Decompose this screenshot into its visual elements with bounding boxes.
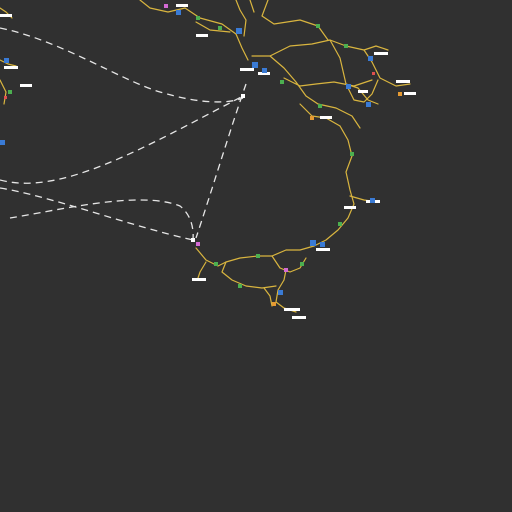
garage-icon[interactable] [310, 240, 316, 246]
garage-icon[interactable] [368, 56, 373, 61]
garage-icon[interactable] [0, 140, 5, 145]
fuel-icon[interactable] [196, 16, 200, 20]
city-label[interactable] [192, 278, 206, 281]
dealer-icon[interactable] [310, 116, 314, 120]
fuel-icon[interactable] [316, 24, 320, 28]
city-label[interactable] [320, 116, 332, 119]
city-label[interactable] [284, 308, 300, 311]
service-icon[interactable] [164, 4, 168, 8]
ferry-routes [0, 27, 247, 241]
road-east-2 [269, 55, 361, 129]
city-label[interactable] [196, 34, 208, 37]
garage-icon[interactable] [236, 28, 242, 34]
fuel-icon[interactable] [8, 90, 12, 94]
city-label[interactable] [292, 316, 306, 319]
fuel-icon[interactable] [350, 152, 354, 156]
city-label[interactable] [258, 72, 270, 75]
service-icon[interactable] [196, 242, 200, 246]
city-label[interactable] [4, 66, 18, 69]
garage-icon[interactable] [176, 10, 181, 15]
garage-icon[interactable] [4, 58, 9, 63]
garage-icon[interactable] [370, 198, 375, 203]
city-label[interactable] [396, 80, 410, 83]
road-north-5 [195, 21, 231, 33]
city-label[interactable] [358, 90, 368, 93]
fuel-icons [8, 16, 354, 288]
city-label[interactable] [344, 206, 356, 209]
road-north-3 [261, 0, 329, 41]
garage-icon[interactable] [366, 102, 371, 107]
road-east-4 [283, 77, 373, 87]
road-north-2 [235, 0, 247, 37]
road-east-6 [299, 103, 341, 127]
fuel-icon[interactable] [300, 262, 304, 266]
city-label[interactable] [374, 52, 388, 55]
ferry-port-icon[interactable] [241, 94, 245, 98]
fuel-icon[interactable] [218, 26, 222, 30]
parking-icon[interactable] [4, 96, 7, 99]
garage-icon[interactable] [262, 68, 267, 73]
service-icons [4, 4, 402, 306]
ferry-route-2 [0, 95, 244, 184]
fuel-icon[interactable] [280, 80, 284, 84]
road-west-2 [0, 79, 7, 105]
ferry-route-1 [0, 27, 244, 103]
fuel-icon[interactable] [318, 104, 322, 108]
garage-icons [0, 10, 375, 295]
city-label[interactable] [176, 4, 188, 7]
road-east-3 [329, 39, 379, 103]
service-icon[interactable] [284, 268, 288, 272]
garage-icon[interactable] [278, 290, 283, 295]
city-label[interactable] [20, 84, 32, 87]
fuel-icon[interactable] [338, 222, 342, 226]
dealer-icon[interactable] [398, 92, 402, 96]
parking-icon[interactable] [372, 72, 375, 75]
garage-icon[interactable] [320, 242, 325, 247]
city-label[interactable] [316, 248, 330, 251]
road-north-4 [249, 0, 255, 13]
city-label[interactable] [240, 68, 254, 71]
garage-icon[interactable] [346, 84, 351, 89]
road-south-5 [197, 261, 207, 279]
ferry-route-5 [195, 83, 247, 239]
road-west-1 [0, 59, 17, 67]
ferry-port-icon[interactable] [191, 238, 195, 242]
road-east-5 [363, 45, 389, 51]
fuel-icon[interactable] [214, 262, 218, 266]
city-label[interactable] [404, 92, 416, 95]
road-east-7 [345, 83, 379, 105]
ferry-route-4 [9, 199, 194, 241]
fuel-icon[interactable] [238, 284, 242, 288]
city-label[interactable] [0, 14, 12, 17]
dealer-icon[interactable] [272, 302, 276, 306]
road-south-6 [263, 287, 273, 307]
garage-icon[interactable] [252, 62, 258, 68]
road-south-1 [195, 245, 315, 267]
fuel-icon[interactable] [344, 44, 348, 48]
fuel-icon[interactable] [256, 254, 260, 258]
